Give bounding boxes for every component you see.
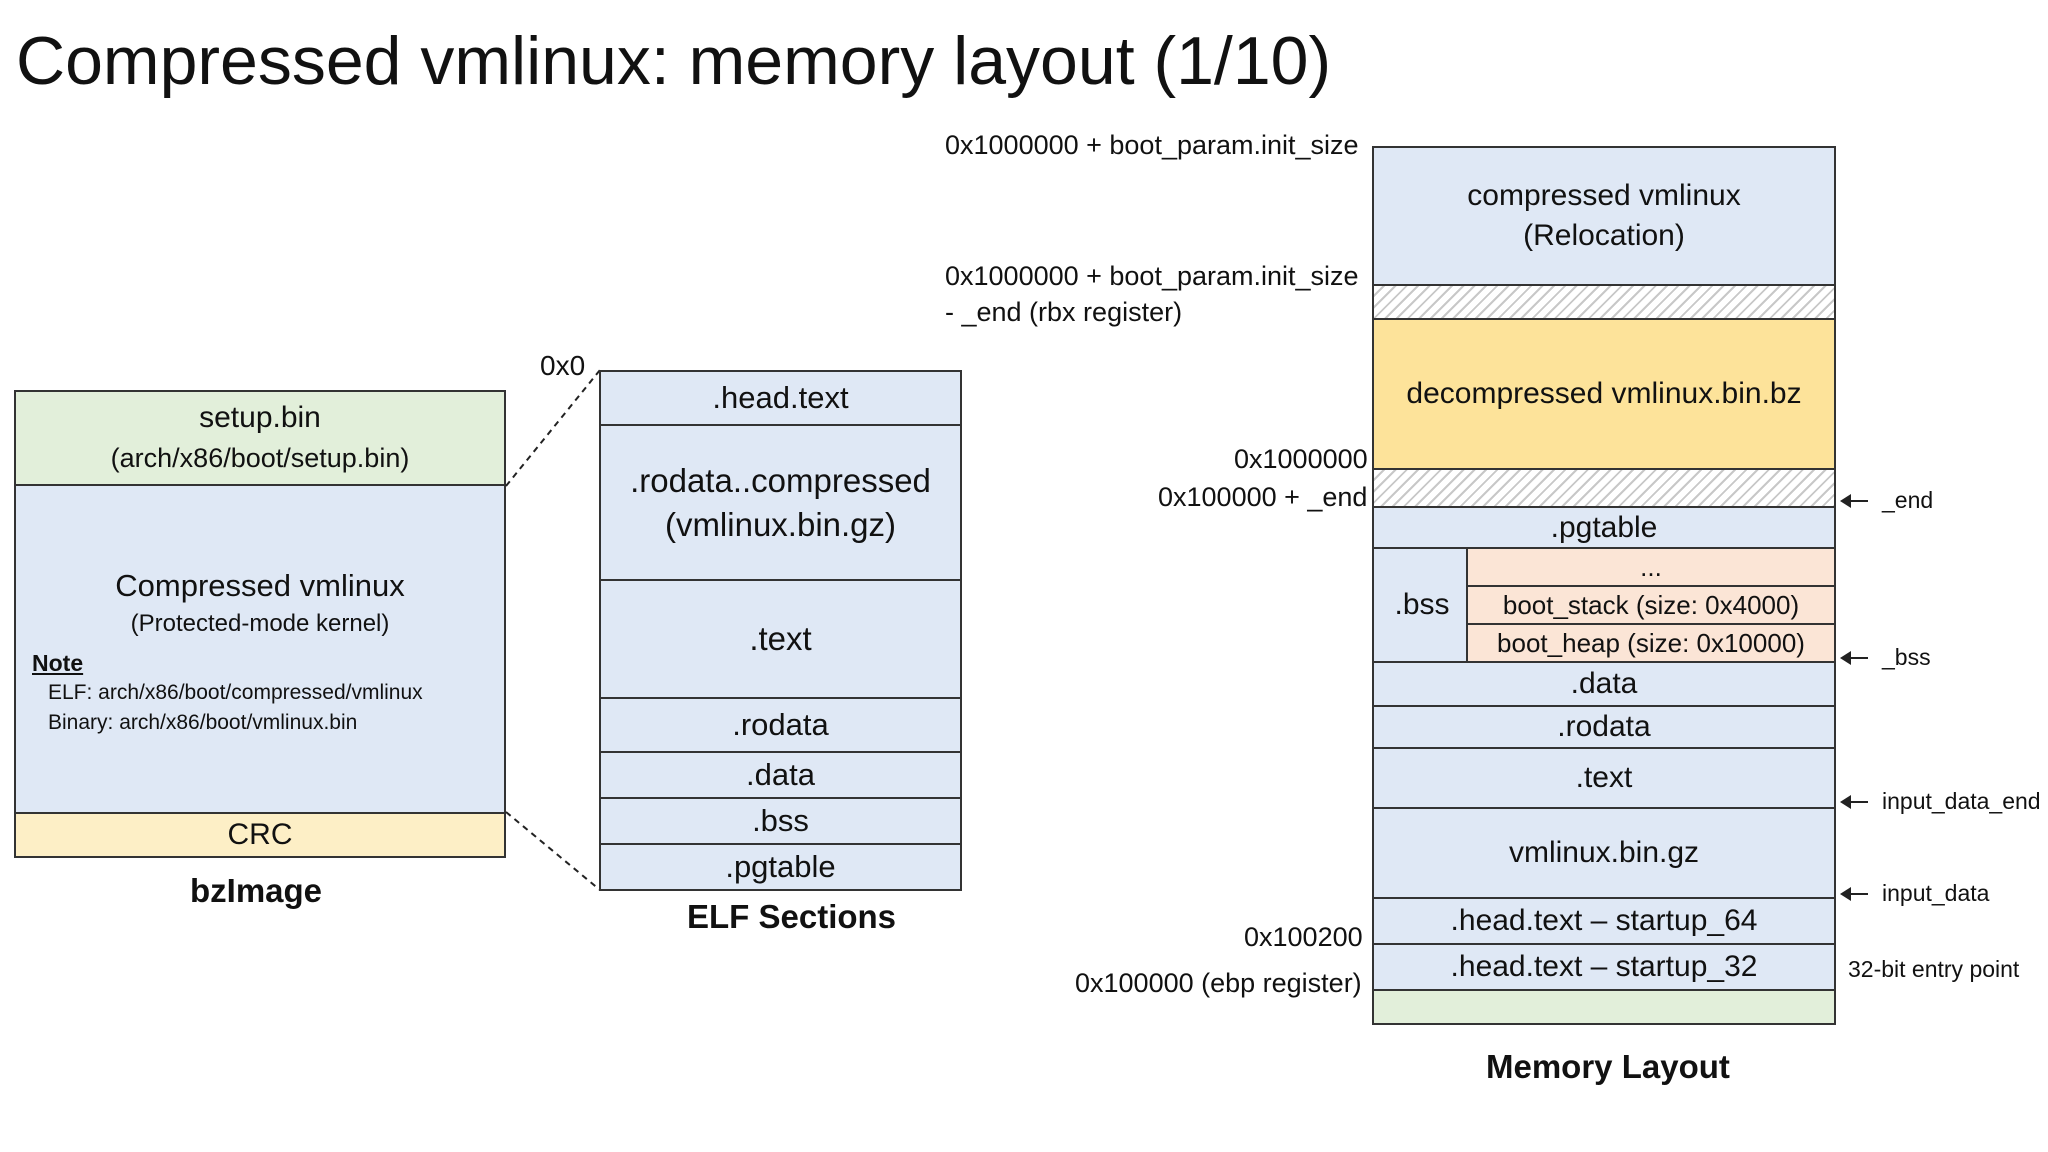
mem-compressed-vmlinux-label: compressed vmlinux <box>1467 179 1741 212</box>
mem-boot-heap: boot_heap (size: 0x10000) <box>1466 623 1836 663</box>
elf-text: .text <box>599 579 962 699</box>
left-arrow-icon <box>1840 493 1868 508</box>
elf-rodata-compressed-label: .rodata..compressed <box>630 461 931 499</box>
crc-block: CRC <box>14 812 506 858</box>
left-arrow-icon <box>1840 886 1868 901</box>
mem-bss-label: .bss <box>1394 588 1450 621</box>
elf-bss: .bss <box>599 797 962 845</box>
addr-init-size: 0x1000000 + boot_param.init_size <box>945 130 1359 160</box>
addr-0x100200: 0x100200 <box>1244 922 1363 952</box>
mem-low-region <box>1372 989 1836 1025</box>
symbol-input-data-end: input_data_end <box>1840 788 2041 815</box>
mem-boot-stack: boot_stack (size: 0x4000) <box>1466 585 1836 625</box>
elf-rodata-compressed: .rodata..compressed (vmlinux.bin.gz) <box>599 424 962 581</box>
elf-origin-label: 0x0 <box>540 350 586 381</box>
bzimage-caption: bzImage <box>190 872 323 909</box>
addr-0x100000-end: 0x100000 + _end <box>1158 482 1368 512</box>
addr-0x1000000: 0x1000000 <box>1234 444 1368 474</box>
symbol-bss-label: _bss <box>1882 644 1931 670</box>
elf-data: .data <box>599 751 962 799</box>
compressed-vmlinux-block: Compressed vmlinux (Protected-mode kerne… <box>14 484 506 814</box>
addr-init-size-minus-end: 0x1000000 + boot_param.init_size - _end … <box>945 258 1359 330</box>
mem-vmlinux-gz: vmlinux.bin.gz <box>1372 807 1836 899</box>
mem-gap-lower <box>1372 468 1836 508</box>
compressed-vmlinux-sub: (Protected-mode kernel) <box>130 610 390 637</box>
setup-bin-path: (arch/x86/boot/setup.bin) <box>110 443 410 473</box>
symbol-input-data: input_data <box>1840 880 1990 907</box>
page-title: Compressed vmlinux: memory layout (1/10) <box>16 23 1332 99</box>
left-arrow-icon <box>1840 650 1868 665</box>
symbol-bss: _bss <box>1840 644 1931 671</box>
mem-decompressed-vmlinux: decompressed vmlinux.bin.bz <box>1372 318 1836 470</box>
setup-bin-label: setup.bin <box>199 401 321 434</box>
addr-init-size-minus-line1: 0x1000000 + boot_param.init_size <box>945 261 1359 291</box>
mem-startup-32: .head.text – startup_32 <box>1372 943 1836 991</box>
mem-data: .data <box>1372 661 1836 707</box>
symbol-input-data-end-label: input_data_end <box>1882 788 2041 814</box>
mem-startup-64: .head.text – startup_64 <box>1372 897 1836 945</box>
symbol-input-data-label: input_data <box>1882 880 1990 906</box>
elf-rodata: .rodata <box>599 697 962 753</box>
elf-caption: ELF Sections <box>687 898 897 935</box>
elf-pgtable: .pgtable <box>599 843 962 891</box>
note-heading: Note <box>32 650 84 676</box>
addr-init-size-minus-line2: - _end (rbx register) <box>945 297 1183 327</box>
left-arrow-icon <box>1840 794 1868 809</box>
setup-bin-block: setup.bin (arch/x86/boot/setup.bin) <box>14 390 506 486</box>
symbol-end: _end <box>1840 487 1934 514</box>
elf-head-text: .head.text <box>599 370 962 426</box>
mem-compressed-vmlinux-sub: (Relocation) <box>1523 219 1685 252</box>
note-elf: ELF: arch/x86/boot/compressed/vmlinux <box>48 681 423 704</box>
mem-bss-ellipsis: ... <box>1466 547 1836 587</box>
mem-text: .text <box>1372 747 1836 809</box>
note-binary: Binary: arch/x86/boot/vmlinux.bin <box>48 711 358 734</box>
mem-gap-upper <box>1372 284 1836 320</box>
mem-pgtable: .pgtable <box>1372 506 1836 549</box>
memory-layout-caption: Memory Layout <box>1486 1048 1730 1085</box>
mem-compressed-vmlinux: compressed vmlinux (Relocation) <box>1372 146 1836 286</box>
symbol-entry-32: 32-bit entry point <box>1848 956 2020 982</box>
compressed-vmlinux-label: Compressed vmlinux <box>115 568 405 603</box>
elf-rodata-compressed-sub: (vmlinux.bin.gz) <box>664 505 897 543</box>
mem-rodata: .rodata <box>1372 705 1836 749</box>
symbol-end-label: _end <box>1882 487 1934 513</box>
addr-0x100000-ebp: 0x100000 (ebp register) <box>1075 968 1362 998</box>
